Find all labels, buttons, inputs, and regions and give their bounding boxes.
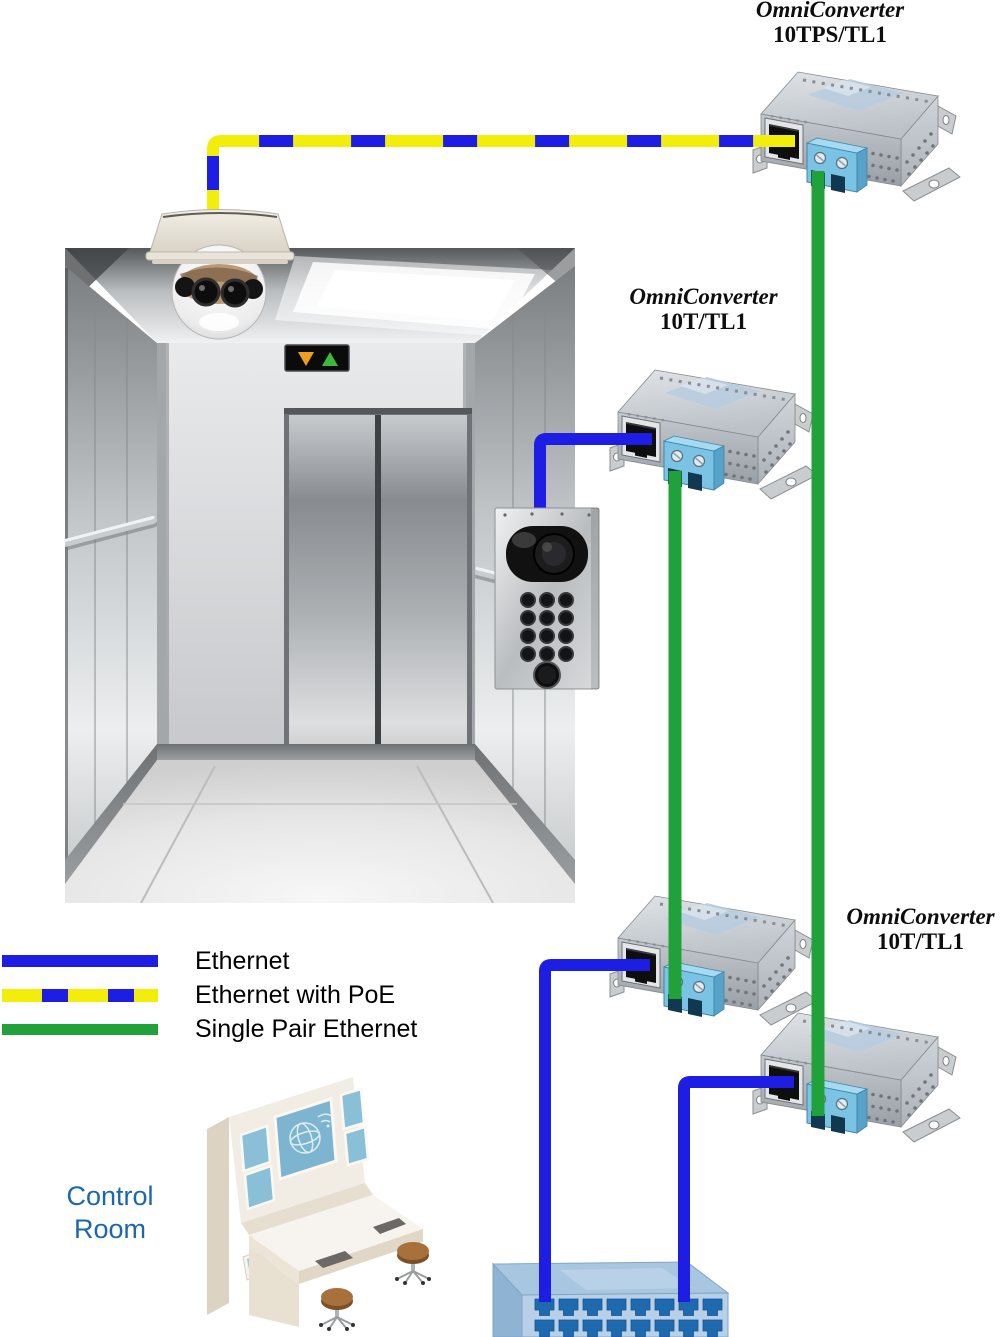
network-switch [491, 1261, 730, 1337]
converter-name: OmniConverter [629, 284, 778, 309]
ethernet-cable-switch-1 [539, 959, 650, 1302]
control-room-line1: Control [66, 1181, 154, 1211]
label-converter-middle: OmniConverter 10T/TL1 [596, 284, 811, 334]
legend-row-ethernet-poe: Ethernet with PoE [2, 978, 417, 1012]
intercom-panel-icon [494, 507, 600, 690]
dome-camera-icon [145, 209, 295, 340]
single-pair-line-swatch [2, 1023, 158, 1035]
converter-name: OmniConverter [755, 0, 905, 22]
elevator-interior-illustration [65, 248, 575, 903]
switch-ports [534, 1298, 723, 1337]
main-screen [273, 1096, 338, 1182]
elevator-floor [65, 744, 575, 903]
stool [319, 1288, 355, 1331]
down-arrow-icon [298, 352, 314, 366]
label-converter-bottom: OmniConverter 10T/TL1 [833, 904, 1000, 954]
legend-label: Single Pair Ethernet [195, 1014, 418, 1043]
ethernet-poe-line-swatch [2, 988, 158, 1002]
camera-lens [191, 277, 221, 307]
globe-icon [289, 1113, 333, 1154]
elevator-left-wall [65, 266, 159, 876]
up-arrow-icon [322, 352, 338, 366]
converter-model: 10T/TL1 [660, 309, 747, 334]
keyboard [315, 1251, 353, 1268]
stool [395, 1242, 431, 1285]
elevator-doors [284, 408, 472, 757]
legend-row-ethernet: Ethernet [2, 944, 417, 978]
ethernet-poe-cable [207, 135, 795, 216]
ethernet-cable-switch-2 [678, 1076, 794, 1302]
control-console-illustration [207, 1077, 431, 1331]
legend: Ethernet Ethernet with PoE Single Pair E… [2, 944, 417, 1046]
converter-name: OmniConverter [846, 904, 995, 929]
control-room-line2: Room [73, 1214, 147, 1244]
ethernet-cable-intercom [534, 433, 652, 518]
converter-model: 10T/TL1 [877, 929, 964, 954]
ethernet-line-swatch [2, 955, 158, 967]
floor-indicator [284, 344, 350, 372]
intercom-keypad [520, 592, 574, 662]
control-room-label: Control Room [40, 1180, 180, 1246]
camera-lens [220, 278, 250, 308]
legend-row-single-pair: Single Pair Ethernet [2, 1012, 417, 1046]
legend-label: Ethernet [195, 946, 290, 975]
legend-label: Ethernet with PoE [195, 980, 396, 1009]
converter-model: 10TPS/TL1 [773, 22, 887, 47]
keyboard [373, 1218, 406, 1234]
label-converter-top: OmniConverter 10TPS/TL1 [705, 0, 955, 47]
